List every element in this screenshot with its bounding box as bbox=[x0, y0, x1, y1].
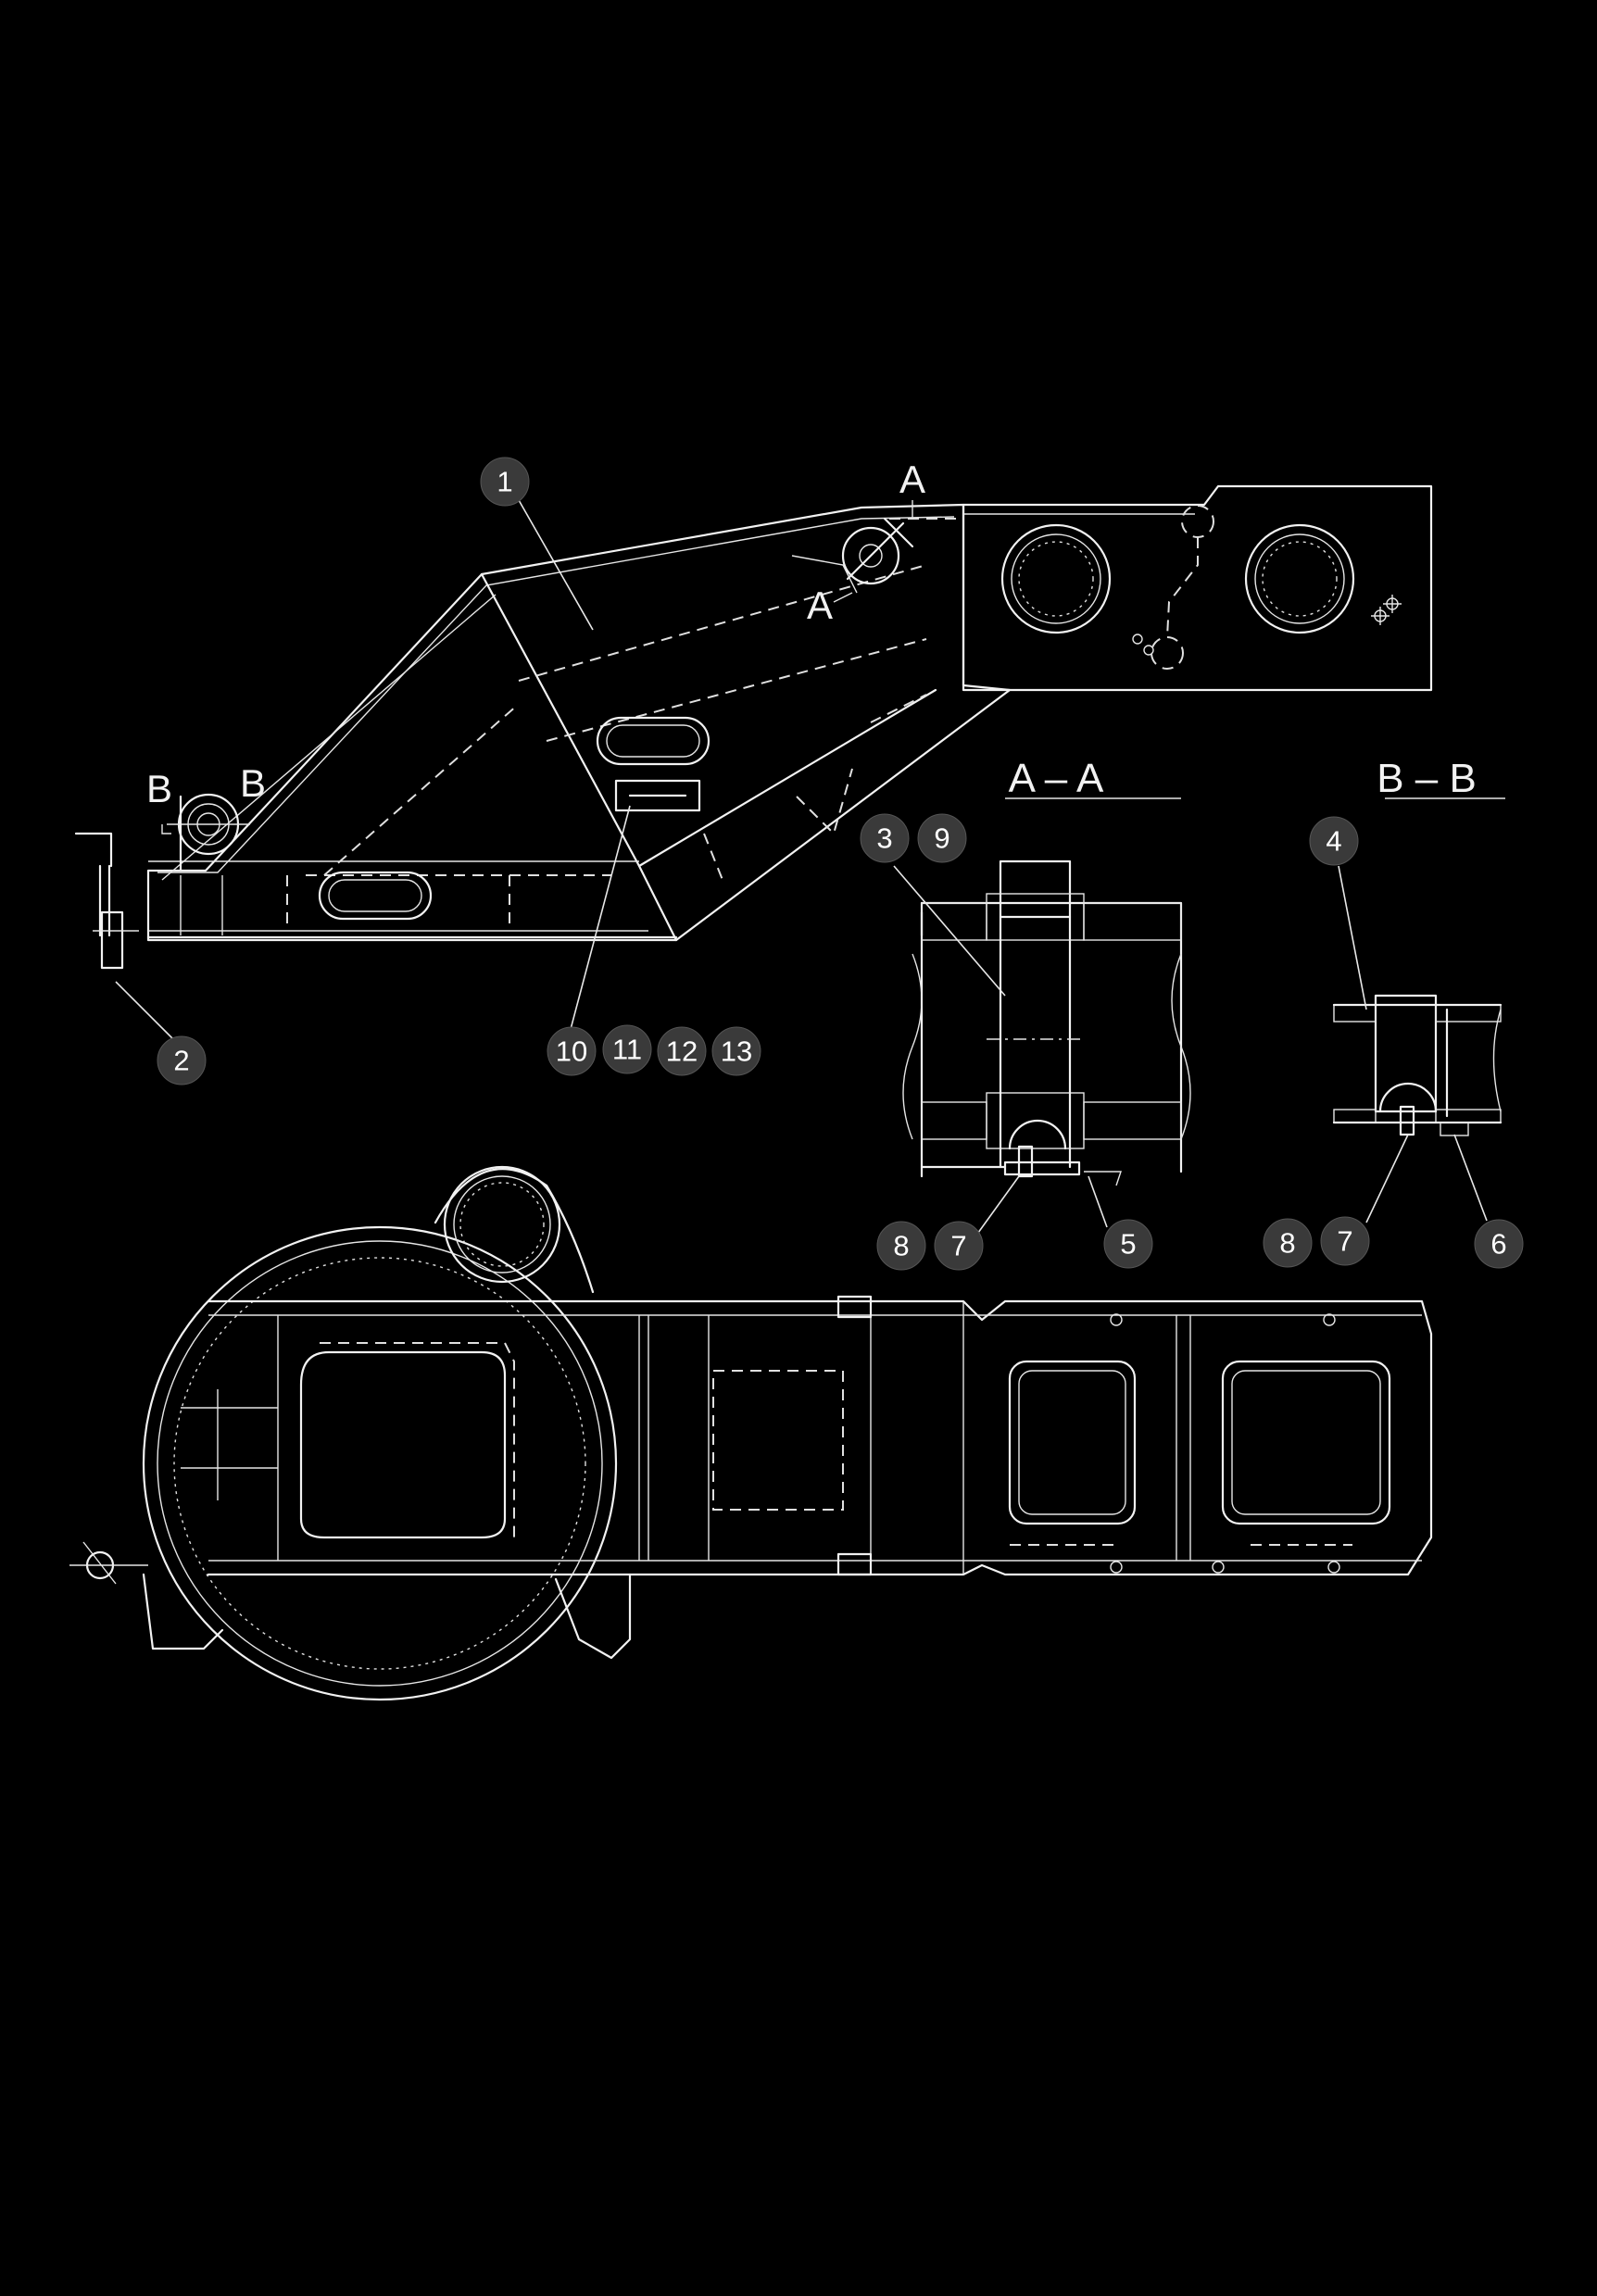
callout-label: 8 bbox=[893, 1230, 909, 1262]
callout-7-bb: 7 bbox=[1320, 1216, 1370, 1266]
section-b-b: B – B bbox=[1332, 756, 1505, 1136]
callout-1: 1 bbox=[480, 457, 530, 507]
bearing-right bbox=[1244, 523, 1355, 634]
callout-label: 8 bbox=[1279, 1227, 1295, 1260]
callout-label: 4 bbox=[1326, 825, 1341, 858]
callout-label: 5 bbox=[1120, 1228, 1136, 1261]
callout-label: 7 bbox=[950, 1230, 966, 1262]
callout-label: 7 bbox=[1337, 1225, 1352, 1258]
plan-view bbox=[69, 1165, 1433, 1701]
section-a-a: A – A bbox=[902, 756, 1191, 1186]
section-bb-boss bbox=[1374, 994, 1438, 1113]
section-aa-title: A – A bbox=[1009, 756, 1104, 801]
left-lug bbox=[74, 832, 113, 937]
plan-bolt-circle bbox=[173, 1257, 586, 1670]
callout-2: 2 bbox=[157, 1035, 207, 1085]
section-bb-title: B – B bbox=[1377, 756, 1477, 801]
cut-label-b-right: B bbox=[240, 761, 266, 805]
callout-3: 3 bbox=[860, 813, 910, 863]
callout-11: 11 bbox=[602, 1024, 652, 1074]
callout-4: 4 bbox=[1309, 816, 1359, 866]
cut-label-b-left: B bbox=[146, 767, 172, 810]
plan-hinge-bottom bbox=[836, 1552, 873, 1576]
cut-label-a-bottom: A bbox=[807, 583, 833, 627]
callout-10: 10 bbox=[547, 1026, 597, 1076]
leader-lines bbox=[115, 499, 1488, 1244]
callout-8-aa: 8 bbox=[876, 1221, 926, 1271]
section-aa-boss bbox=[999, 859, 1072, 919]
callout-label: 3 bbox=[876, 822, 892, 855]
plan-window-right bbox=[1221, 1360, 1391, 1525]
callout-5: 5 bbox=[1103, 1219, 1153, 1269]
head-box-outline bbox=[962, 484, 1433, 692]
plan-center-opening bbox=[299, 1350, 507, 1539]
side-view-elevation bbox=[74, 484, 1433, 970]
cut-label-a-top: A bbox=[899, 458, 925, 501]
callout-label: 6 bbox=[1490, 1228, 1506, 1261]
plan-top-ring bbox=[443, 1165, 561, 1284]
callout-label: 10 bbox=[556, 1035, 587, 1068]
plan-hidden-box bbox=[712, 1370, 844, 1511]
callout-label: 1 bbox=[497, 466, 512, 498]
plan-turntable-outer bbox=[142, 1225, 618, 1701]
slot-lower bbox=[318, 871, 433, 921]
callout-label: 2 bbox=[173, 1045, 189, 1077]
slot-upper bbox=[596, 716, 710, 766]
plan-hinge-top bbox=[836, 1295, 873, 1319]
plan-window-left bbox=[1008, 1360, 1137, 1525]
callout-6: 6 bbox=[1474, 1219, 1524, 1269]
callout-label: 12 bbox=[666, 1035, 698, 1068]
callout-7-aa: 7 bbox=[934, 1221, 984, 1271]
hidden-lines-arm bbox=[518, 564, 927, 682]
bearing-left bbox=[1000, 523, 1112, 634]
callout-8-bb: 8 bbox=[1263, 1218, 1313, 1268]
callout-label: 9 bbox=[934, 822, 949, 855]
callout-label: 13 bbox=[721, 1035, 752, 1068]
callout-9: 9 bbox=[917, 813, 967, 863]
callout-13: 13 bbox=[711, 1026, 761, 1076]
plan-beam-outline bbox=[207, 1299, 1433, 1576]
callout-label: 11 bbox=[612, 1034, 642, 1066]
pin-a bbox=[841, 526, 900, 585]
arm-inner-flange bbox=[157, 516, 955, 873]
nameplate bbox=[614, 779, 701, 812]
callout-12: 12 bbox=[657, 1026, 707, 1076]
